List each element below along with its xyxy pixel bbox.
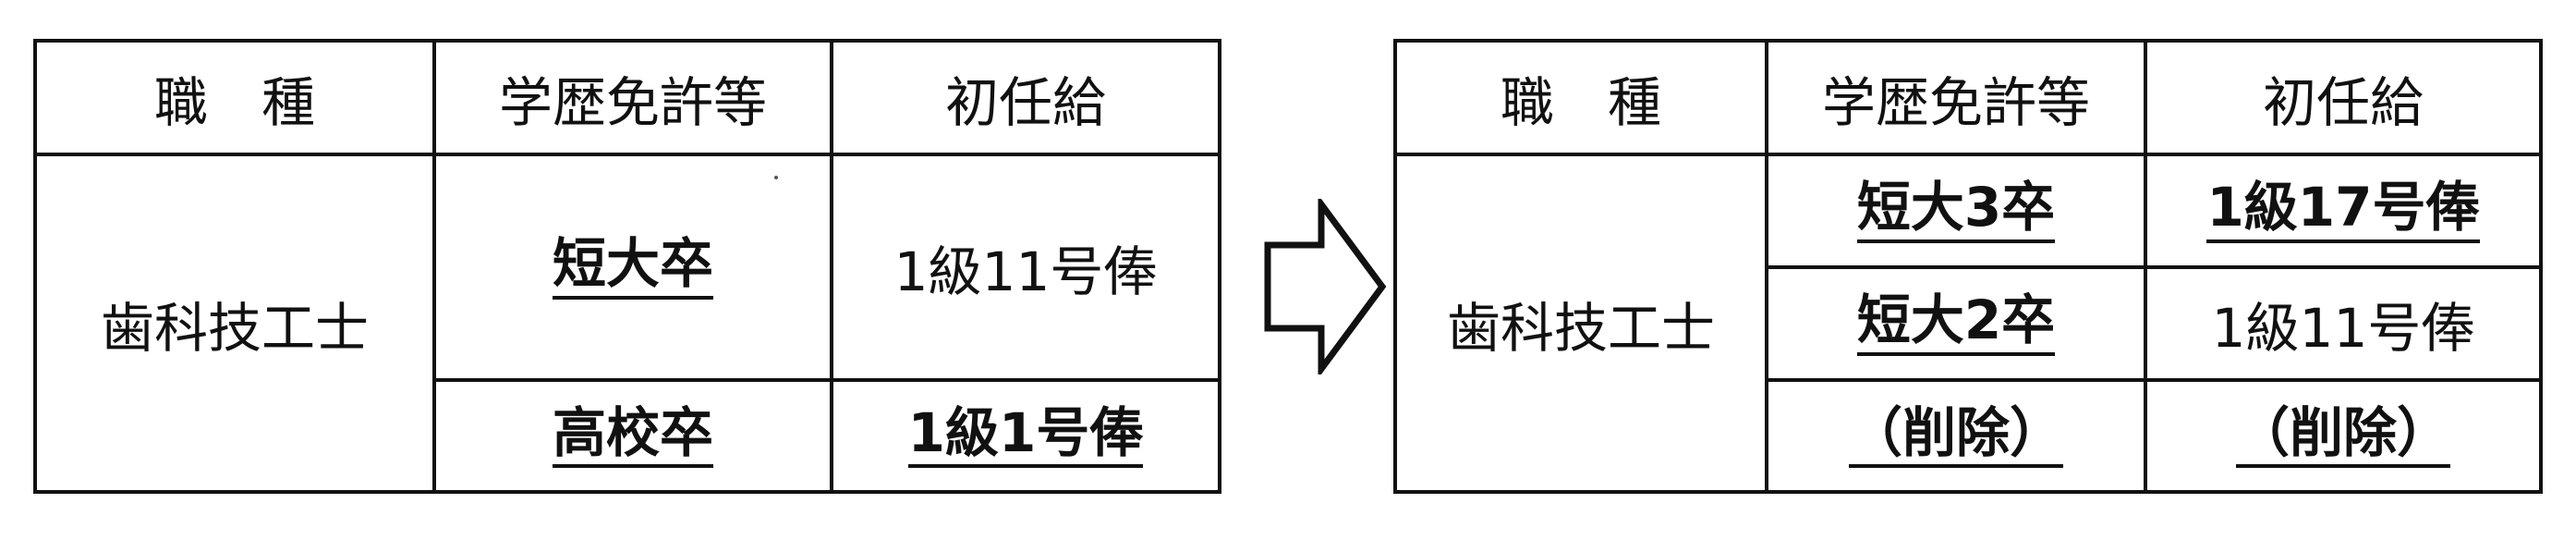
before-occupation-cell: 歯科技工士 (37, 156, 432, 490)
before-header-qualification: 学歴免許等 (436, 43, 830, 153)
after-occupation-value: 歯科技工士 (1446, 296, 1715, 360)
after-row1-qualification: 短大3卒 (1768, 156, 2144, 265)
before-row1-qualification-value: 短大卒 (552, 234, 713, 300)
before-divider-row (432, 378, 1221, 382)
before-header-occupation: 職 種 (37, 43, 432, 153)
before-header-qualification-label: 学歴免許等 (498, 70, 767, 134)
after-header-occupation-label: 職 種 (1500, 70, 1661, 134)
after-row2-salary-value: 1級11号俸 (2211, 297, 2475, 360)
after-row3-qualification-value: （削除） (1848, 403, 2063, 469)
before-row1-salary: 1級11号俸 (833, 156, 1218, 378)
before-divider-col1 (432, 39, 436, 494)
before-row1-salary-value: 1級11号俸 (893, 240, 1158, 303)
after-header-salary-label: 初任給 (2262, 70, 2424, 134)
before-divider-col2 (830, 39, 833, 494)
after-divider-header (1393, 153, 2543, 156)
after-divider-row1 (1765, 265, 2543, 269)
before-header-salary: 初任給 (833, 43, 1218, 153)
after-row2-salary: 1級11号俸 (2147, 269, 2539, 378)
before-divider-header (33, 153, 1221, 156)
after-row1-qualification-value: 短大3卒 (1856, 178, 2056, 243)
after-row1-salary: 1級17号俸 (2147, 156, 2539, 265)
before-header-salary-label: 初任給 (944, 70, 1106, 134)
before-row2-salary: 1級1号俸 (833, 382, 1218, 490)
scan-speck (774, 176, 778, 179)
right-arrow-outline-icon (1264, 199, 1387, 374)
after-header-occupation: 職 種 (1397, 43, 1765, 153)
after-row2-qualification: 短大2卒 (1768, 269, 2144, 378)
before-row2-qualification: 高校卒 (436, 382, 830, 490)
after-header-qualification: 学歴免許等 (1768, 43, 2144, 153)
after-row1-salary-value: 1級17号俸 (2206, 178, 2480, 243)
after-row3-salary: （削除） (2147, 382, 2539, 490)
before-row2-qualification-value: 高校卒 (552, 403, 713, 469)
before-row2-salary-value: 1級1号俸 (907, 403, 1144, 469)
after-row3-salary-value: （削除） (2235, 403, 2450, 469)
before-row1-qualification: 短大卒 (436, 156, 830, 378)
before-table (33, 39, 1221, 494)
after-divider-row2 (1765, 378, 2543, 382)
after-header-salary: 初任給 (2147, 43, 2539, 153)
after-row2-qualification-value: 短大2卒 (1856, 290, 2056, 356)
after-row3-qualification: （削除） (1768, 382, 2144, 490)
after-occupation-cell: 歯科技工士 (1397, 156, 1765, 490)
after-header-qualification-label: 学歴免許等 (1821, 70, 2090, 134)
before-occupation-value: 歯科技工士 (100, 296, 369, 360)
before-header-occupation-label: 職 種 (153, 70, 315, 134)
